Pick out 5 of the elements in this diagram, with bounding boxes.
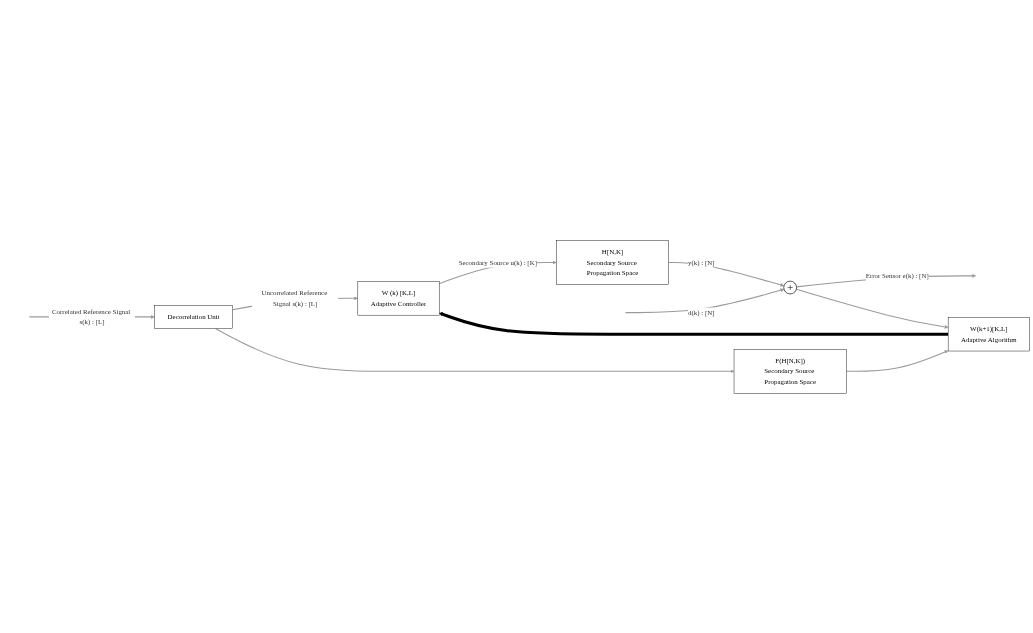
- arrow: [795, 288, 949, 329]
- arrow: [214, 327, 735, 373]
- arrow: [845, 349, 949, 372]
- node-circle: +: [783, 280, 797, 294]
- arrow: [439, 311, 949, 336]
